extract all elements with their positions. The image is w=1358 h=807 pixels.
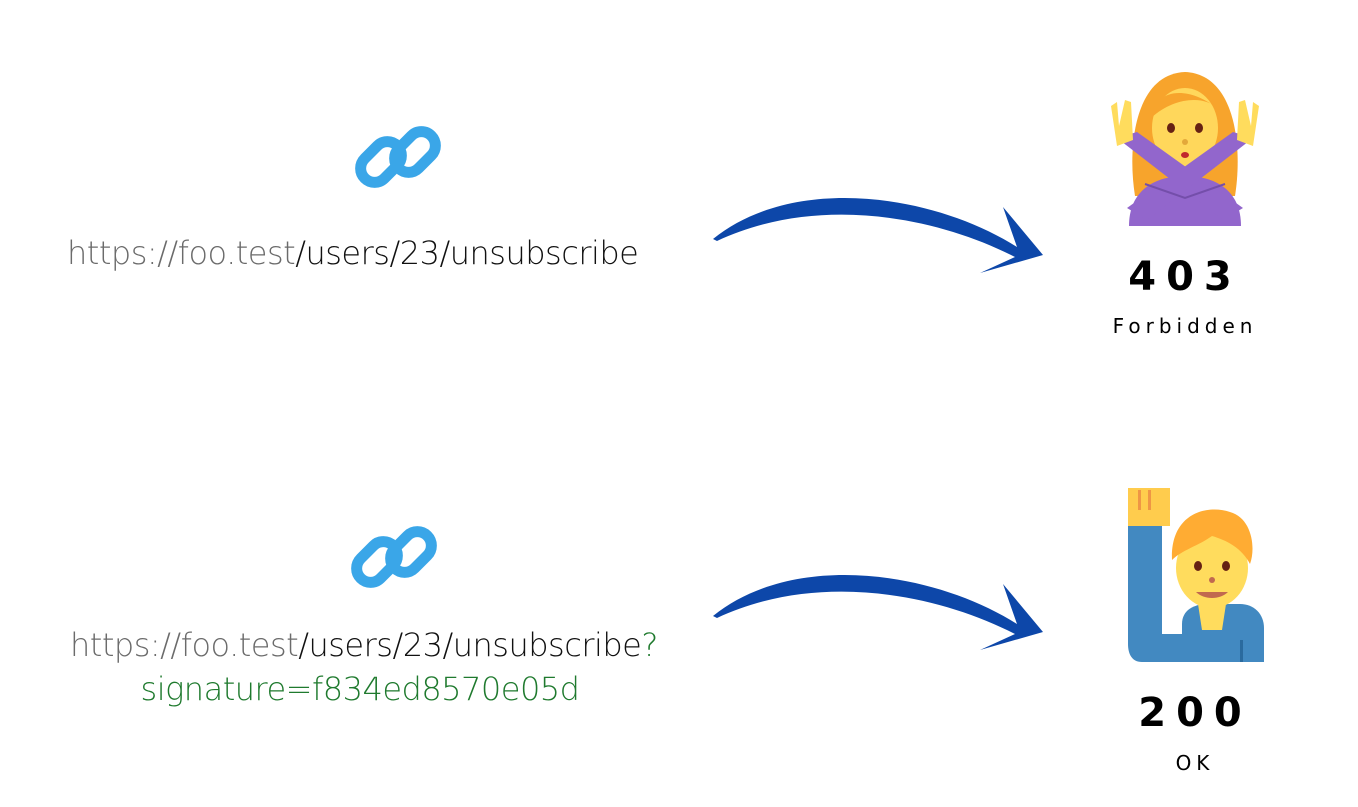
url-unsigned[interactable]: https://foo.test/users/23/unsubscribe (67, 234, 639, 272)
curved-arrow-right-icon (705, 185, 1050, 280)
person-raising-hand-icon (1122, 484, 1267, 662)
link-icon (348, 108, 448, 208)
url-host: https://foo.test (70, 626, 299, 664)
url-signed[interactable]: https://foo.test/users/23/unsubscribe? s… (70, 626, 658, 708)
url-query-mark: ? (641, 626, 658, 664)
url-line-1: https://foo.test/users/23/unsubscribe? (70, 626, 658, 664)
link-icon (344, 508, 444, 608)
url-path: /users/23/unsubscribe (295, 234, 639, 272)
url-line-2: signature=f834ed8570e05d (70, 670, 650, 708)
curved-arrow-right-icon (705, 562, 1050, 657)
status-text: OK (1175, 751, 1215, 775)
url-host: https://foo.test (67, 234, 296, 272)
person-gesturing-no-icon (1105, 66, 1265, 226)
url-path: /users/23/unsubscribe (298, 626, 642, 664)
status-code: 403 (1128, 254, 1242, 300)
status-code: 200 (1138, 690, 1252, 736)
url-signature: signature=f834ed8570e05d (140, 670, 580, 708)
status-text: Forbidden (1112, 314, 1258, 338)
